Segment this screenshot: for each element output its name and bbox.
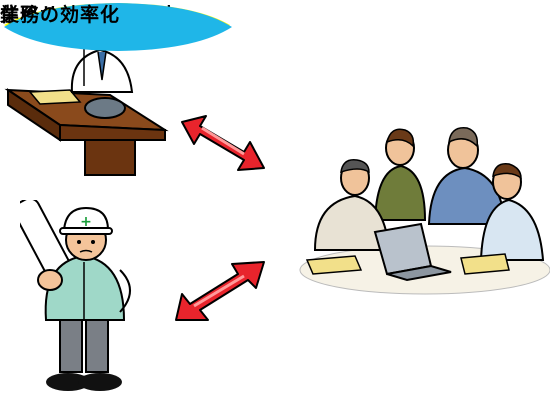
badge-operational-efficiency: 業務の効率化 [0, 0, 232, 51]
meeting-group-illustration [299, 127, 550, 295]
badge-shape [4, 3, 232, 51]
svg-text:+: + [80, 214, 92, 230]
double-arrow-bottom [175, 261, 265, 321]
badge-operational-efficiency-label: 業務の効率化 [0, 4, 121, 26]
double-arrow-top [181, 115, 265, 171]
construction-worker-illustration: + [20, 200, 131, 391]
